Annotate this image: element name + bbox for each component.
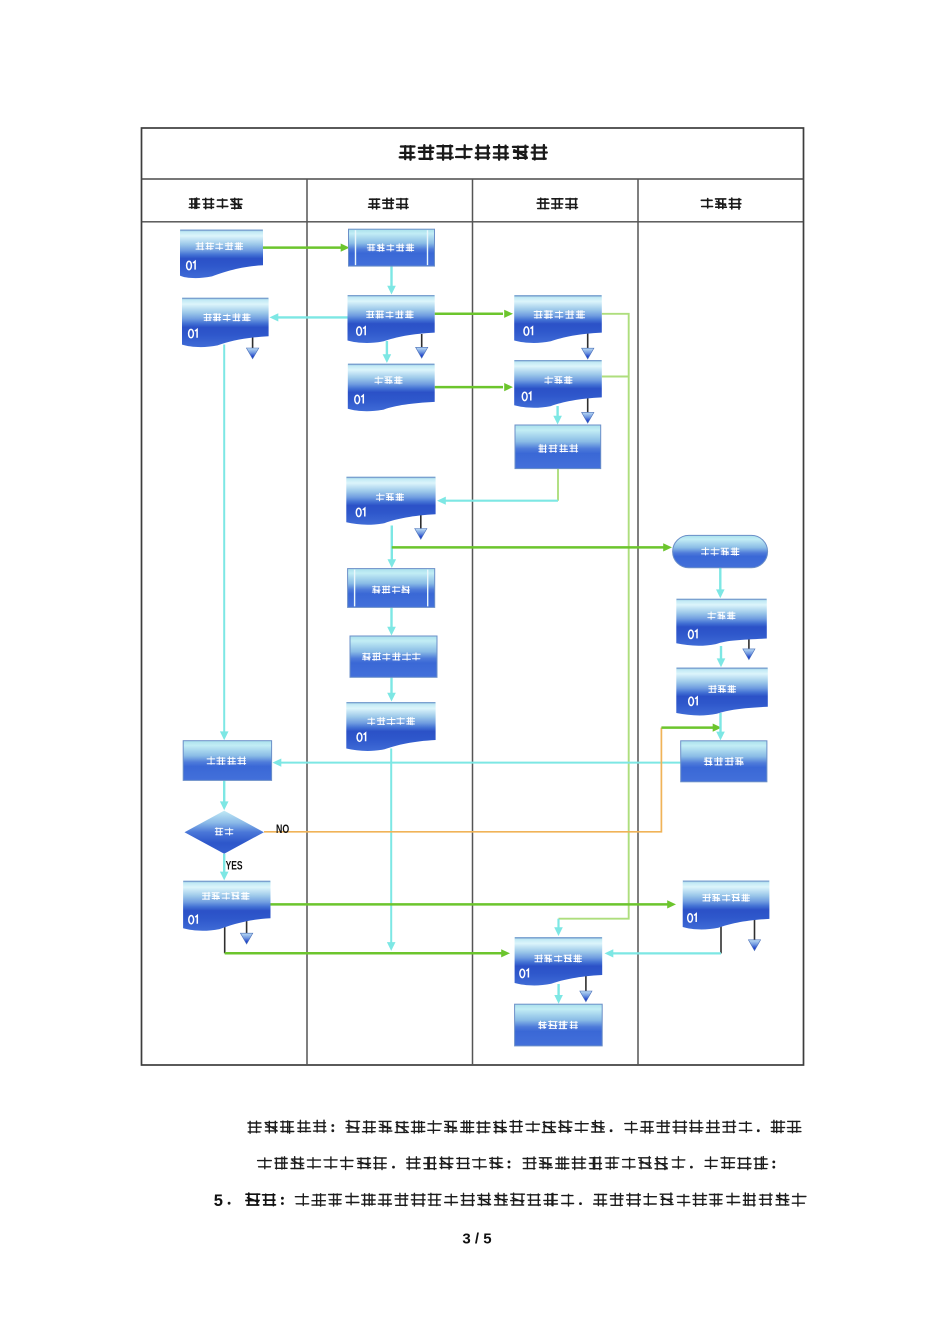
svg-text:3 / 5: 3 / 5	[462, 1231, 491, 1248]
svg-text:5: 5	[214, 1192, 223, 1210]
svg-text:NO: NO	[276, 822, 289, 836]
svg-text:YES: YES	[226, 859, 243, 873]
